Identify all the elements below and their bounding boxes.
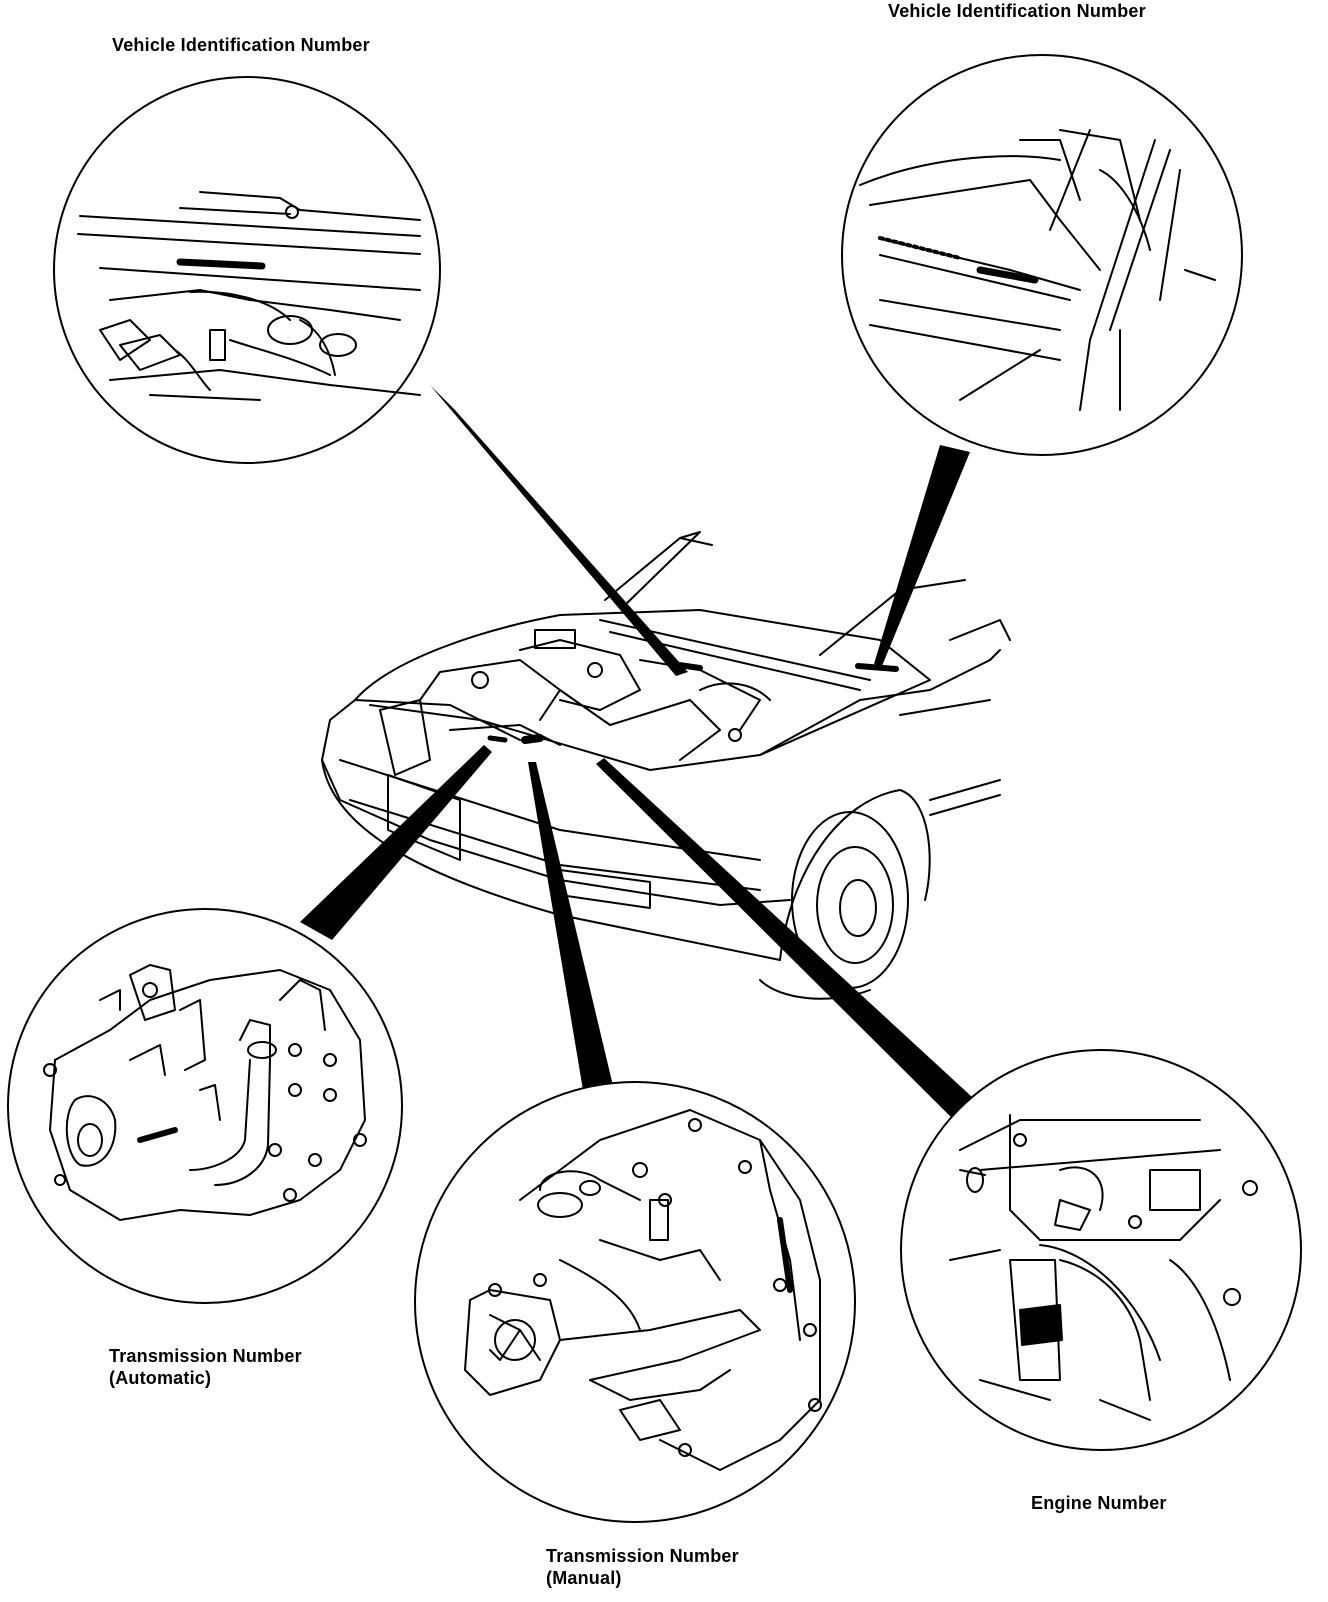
label-transmission-manual: Transmission Number (Manual) [546,1545,739,1589]
label-vin-cowl-text: Vehicle Identification Number [112,35,370,55]
pointer-wedges [300,385,984,1124]
fog-light [559,869,651,909]
detail-transmission-automatic [7,908,403,1304]
label-transmission-manual-line2: (Manual) [546,1568,622,1588]
detail-vin-dash [841,54,1243,456]
label-engine-number: Engine Number [1031,1492,1167,1514]
label-transmission-automatic-line2: (Automatic) [109,1368,212,1388]
label-vin-dash-text: Vehicle Identification Number [888,1,1146,21]
detail-vin-cowl [53,76,441,464]
label-transmission-automatic-line1: Transmission Number [109,1346,302,1366]
engine-number-marker [1019,1304,1063,1346]
headlight-left [379,699,431,776]
vin-plate-marker [176,258,266,270]
label-transmission-automatic: Transmission Number (Automatic) [109,1345,302,1389]
pointer-vin-left [430,385,688,676]
pointer-engine [596,758,984,1124]
detail-engine-number [900,1049,1302,1451]
front-wheel [791,811,909,989]
license-plate [387,774,461,861]
label-transmission-manual-line1: Transmission Number [546,1546,739,1566]
pointer-vin-right [874,445,970,666]
car-illustration [321,531,1011,1000]
label-engine-number-text: Engine Number [1031,1493,1167,1513]
label-vin-cowl: Vehicle Identification Number [112,34,370,56]
pointer-trans-manual [528,762,614,1096]
label-vin-dash: Vehicle Identification Number [888,0,1146,22]
vin-plate-marker-dash [976,266,1039,284]
detail-transmission-manual [414,1081,856,1523]
